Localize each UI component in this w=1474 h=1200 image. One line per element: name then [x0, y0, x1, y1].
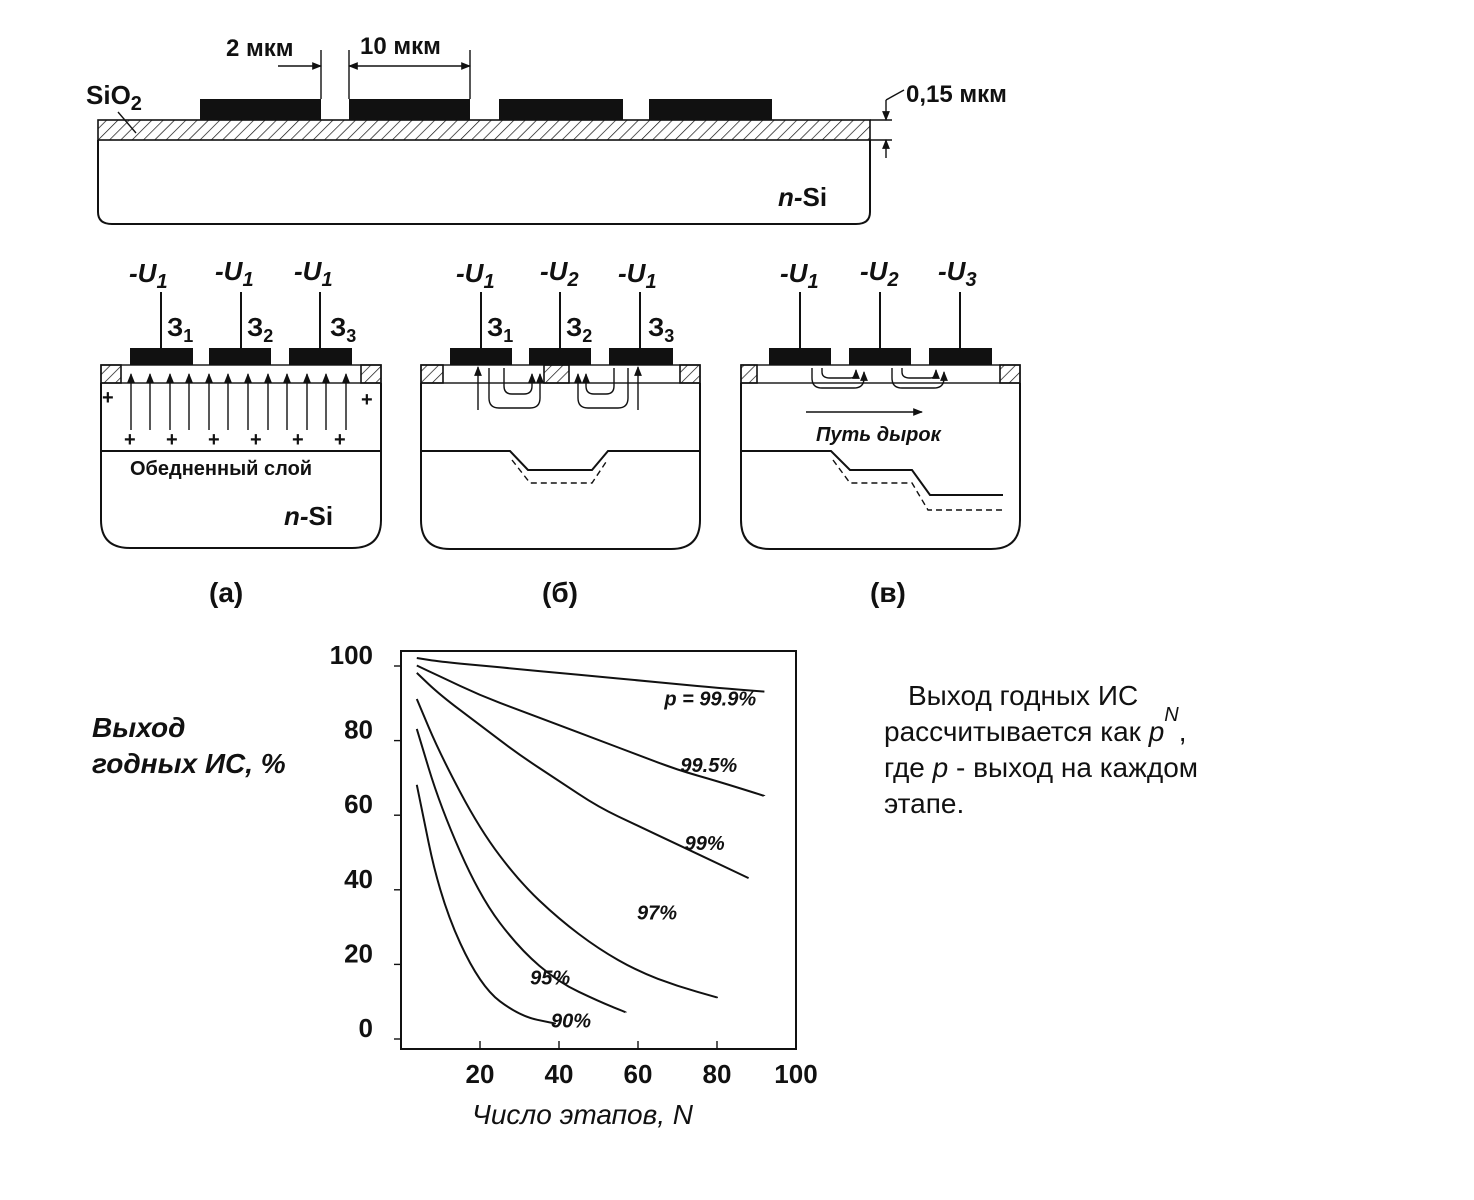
y-axis-label-line-1: Выход [92, 712, 185, 743]
panel-a-charges: + + + + + + + + [102, 387, 373, 451]
x-tick-label: 40 [545, 1059, 574, 1089]
thickness-label: 0,15 мкм [906, 81, 1007, 108]
panel-c-field-lines [806, 368, 948, 416]
x-tick-label: 60 [624, 1059, 653, 1089]
hole-path-label: Путь дырок [816, 424, 942, 446]
yield-chart: 0 20 40 60 80 100 20 40 60 80 100 p = 99.9% 99.5% 9… [92, 640, 818, 1130]
series-label-4: 95% [530, 967, 570, 989]
y-tick-label: 100 [330, 640, 373, 670]
panel-c-voltage-1: -U1 [780, 258, 819, 293]
series-label-3: 97% [637, 902, 677, 924]
gap-label: 2 мкм [226, 35, 294, 62]
panel-a-caption: (а) [209, 577, 243, 608]
panel-b-voltage-3: -U1 [618, 258, 657, 293]
x-tick-label: 100 [774, 1059, 817, 1089]
svg-text:+: + [102, 387, 114, 409]
svg-text:+: + [166, 429, 178, 451]
svg-text:+: + [334, 429, 346, 451]
note-line-1: Выход годных ИС [908, 680, 1138, 711]
series-line-3 [415, 698, 719, 999]
panel-b-voltage-1: -U1 [456, 258, 495, 293]
top-cross-section: 2 мкм 10 мкм SiO2 0,15 мкм n-Si [86, 33, 1007, 225]
x-tick-label: 80 [703, 1059, 732, 1089]
panel-b-gate-3: З3 [648, 312, 674, 346]
svg-text:+: + [250, 429, 262, 451]
panel-a: + + + + + + + + -U1 -U1 -U1 З1 З2 З3 Обе… [100, 256, 382, 608]
y-tick-label: 60 [344, 789, 373, 819]
electrode-1 [200, 99, 321, 120]
svg-text:+: + [361, 389, 373, 411]
panel-a-field-arrows [127, 373, 350, 430]
yield-formula-note: Выход годных ИС рассчитывается как pN, г… [884, 680, 1198, 819]
panel-a-voltage-1: -U1 [129, 258, 168, 293]
panel-b-gate-2: З2 [566, 312, 592, 346]
panel-b-depletion-boundary [421, 450, 700, 471]
x-axis-label: Число этапов, N [472, 1099, 694, 1130]
panel-b-voltage-2: -U2 [540, 256, 579, 291]
note-line-4: этапе. [884, 788, 964, 819]
depletion-layer-label: Обедненный слой [130, 458, 312, 480]
chart-plot-frame [400, 650, 797, 1050]
panel-c-voltage-3: -U3 [938, 256, 977, 291]
panel-a-gate-3: З3 [330, 312, 356, 346]
series-line-4 [415, 728, 627, 1014]
y-tick-label: 40 [344, 864, 373, 894]
panel-c: -U1 -U2 -U3 Путь дырок (в) [740, 256, 1021, 608]
series-label-5: 90% [551, 1011, 591, 1033]
svg-text:+: + [292, 429, 304, 451]
series-line-1 [416, 664, 766, 797]
panel-a-voltage-3: -U1 [294, 256, 333, 291]
panel-b: -U1 -U2 -U1 З1 З2 З3 (б) [420, 256, 701, 608]
substrate-label: n-Si [778, 182, 827, 212]
panel-b-substrate [420, 383, 701, 550]
series-label-1: 99.5% [680, 755, 737, 777]
panel-b-caption: (б) [542, 577, 578, 608]
x-axis-ticks: 20 40 60 80 100 [466, 1041, 818, 1089]
panel-a-voltage-2: -U1 [215, 256, 254, 291]
electrode-2 [349, 99, 470, 120]
svg-text:+: + [124, 429, 136, 451]
series-line-5 [415, 784, 557, 1025]
series-label-0: p = 99.9% [663, 689, 756, 711]
y-tick-label: 0 [359, 1013, 373, 1043]
y-axis-label-line-2: годных ИС, % [92, 748, 286, 779]
chart-series: p = 99.9% 99.5% 99% 97% 95% 90% [415, 657, 766, 1033]
oxide-layer [97, 119, 871, 141]
oxide-leader [117, 111, 137, 134]
panel-c-voltage-2: -U2 [860, 256, 899, 291]
x-tick-label: 20 [466, 1059, 495, 1089]
panel-b-field-lines [474, 366, 642, 410]
substrate-outline [97, 140, 871, 225]
panel-c-depletion-boundary [741, 450, 1003, 496]
electrode-width-label: 10 мкм [360, 33, 441, 60]
panel-b-gate-1: З1 [487, 312, 513, 346]
panel-a-gate-1: З1 [167, 312, 193, 346]
oxide-label: SiO2 [86, 80, 142, 115]
note-line-3: где p - выход на каждом [884, 752, 1198, 783]
panel-a-substrate-label: n-Si [284, 501, 333, 531]
series-label-2: 99% [685, 833, 725, 855]
note-line-2: рассчитывается как pN, [884, 704, 1187, 747]
series-line-2 [416, 672, 750, 880]
panel-a-substrate [100, 383, 382, 549]
y-tick-label: 80 [344, 715, 373, 745]
y-axis-ticks: 0 20 40 60 80 100 [330, 640, 401, 1043]
electrode-4 [649, 99, 772, 120]
electrode-3 [499, 99, 623, 120]
panel-c-substrate [740, 383, 1021, 550]
panel-a-gate-2: З2 [247, 312, 273, 346]
series-line-0 [416, 657, 765, 693]
y-tick-label: 20 [344, 938, 373, 968]
svg-text:+: + [208, 429, 220, 451]
panel-c-caption: (в) [870, 577, 906, 608]
